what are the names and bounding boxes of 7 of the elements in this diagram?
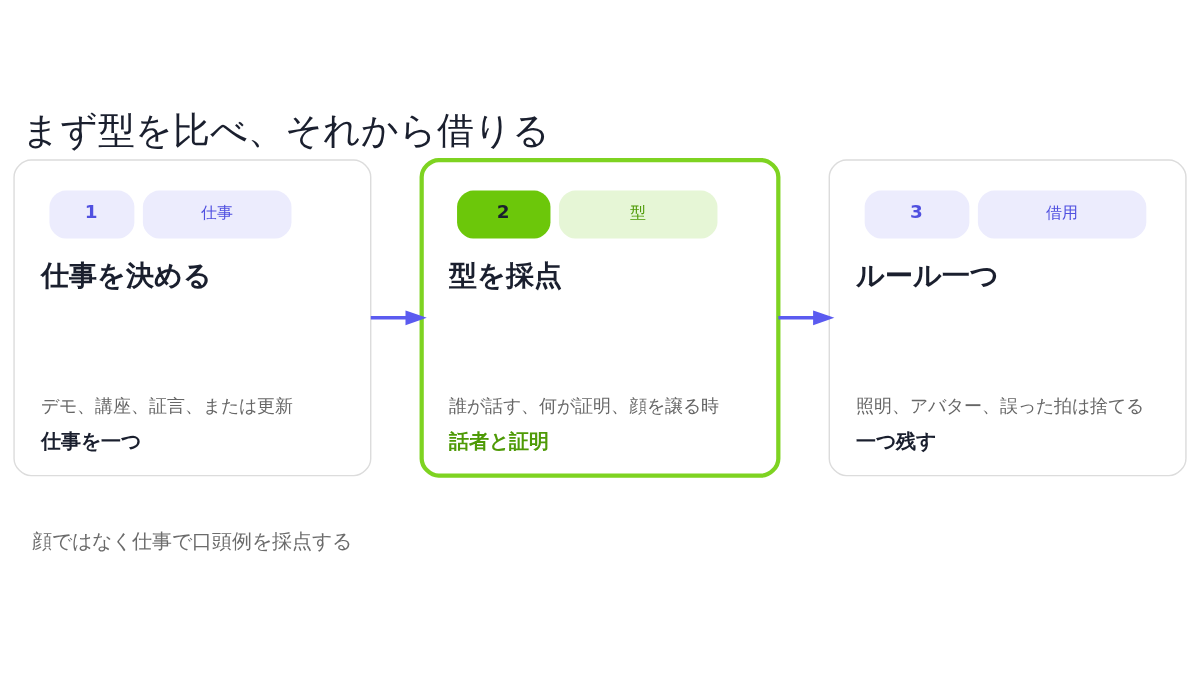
- label: 顔ではなく仕事で口頭例を採点する: [32, 529, 353, 553]
- node-box: 3 借用 ルール一つ 照明、アバター、誤った拍は捨てる 一つ残す: [828, 158, 1187, 476]
- diagram-title: まず型を比べ、それから借りる: [21, 108, 550, 152]
- node-box: 1 仕事 仕事を決める デモ、講座、証言、または更新 仕事を一つ: [13, 158, 372, 476]
- arrow: [778, 309, 835, 325]
- arrow: [370, 309, 427, 325]
- node-box: 2 型 型を採点 誰が話す、何が証明、顔を譲る時 話者と証明: [419, 157, 781, 478]
